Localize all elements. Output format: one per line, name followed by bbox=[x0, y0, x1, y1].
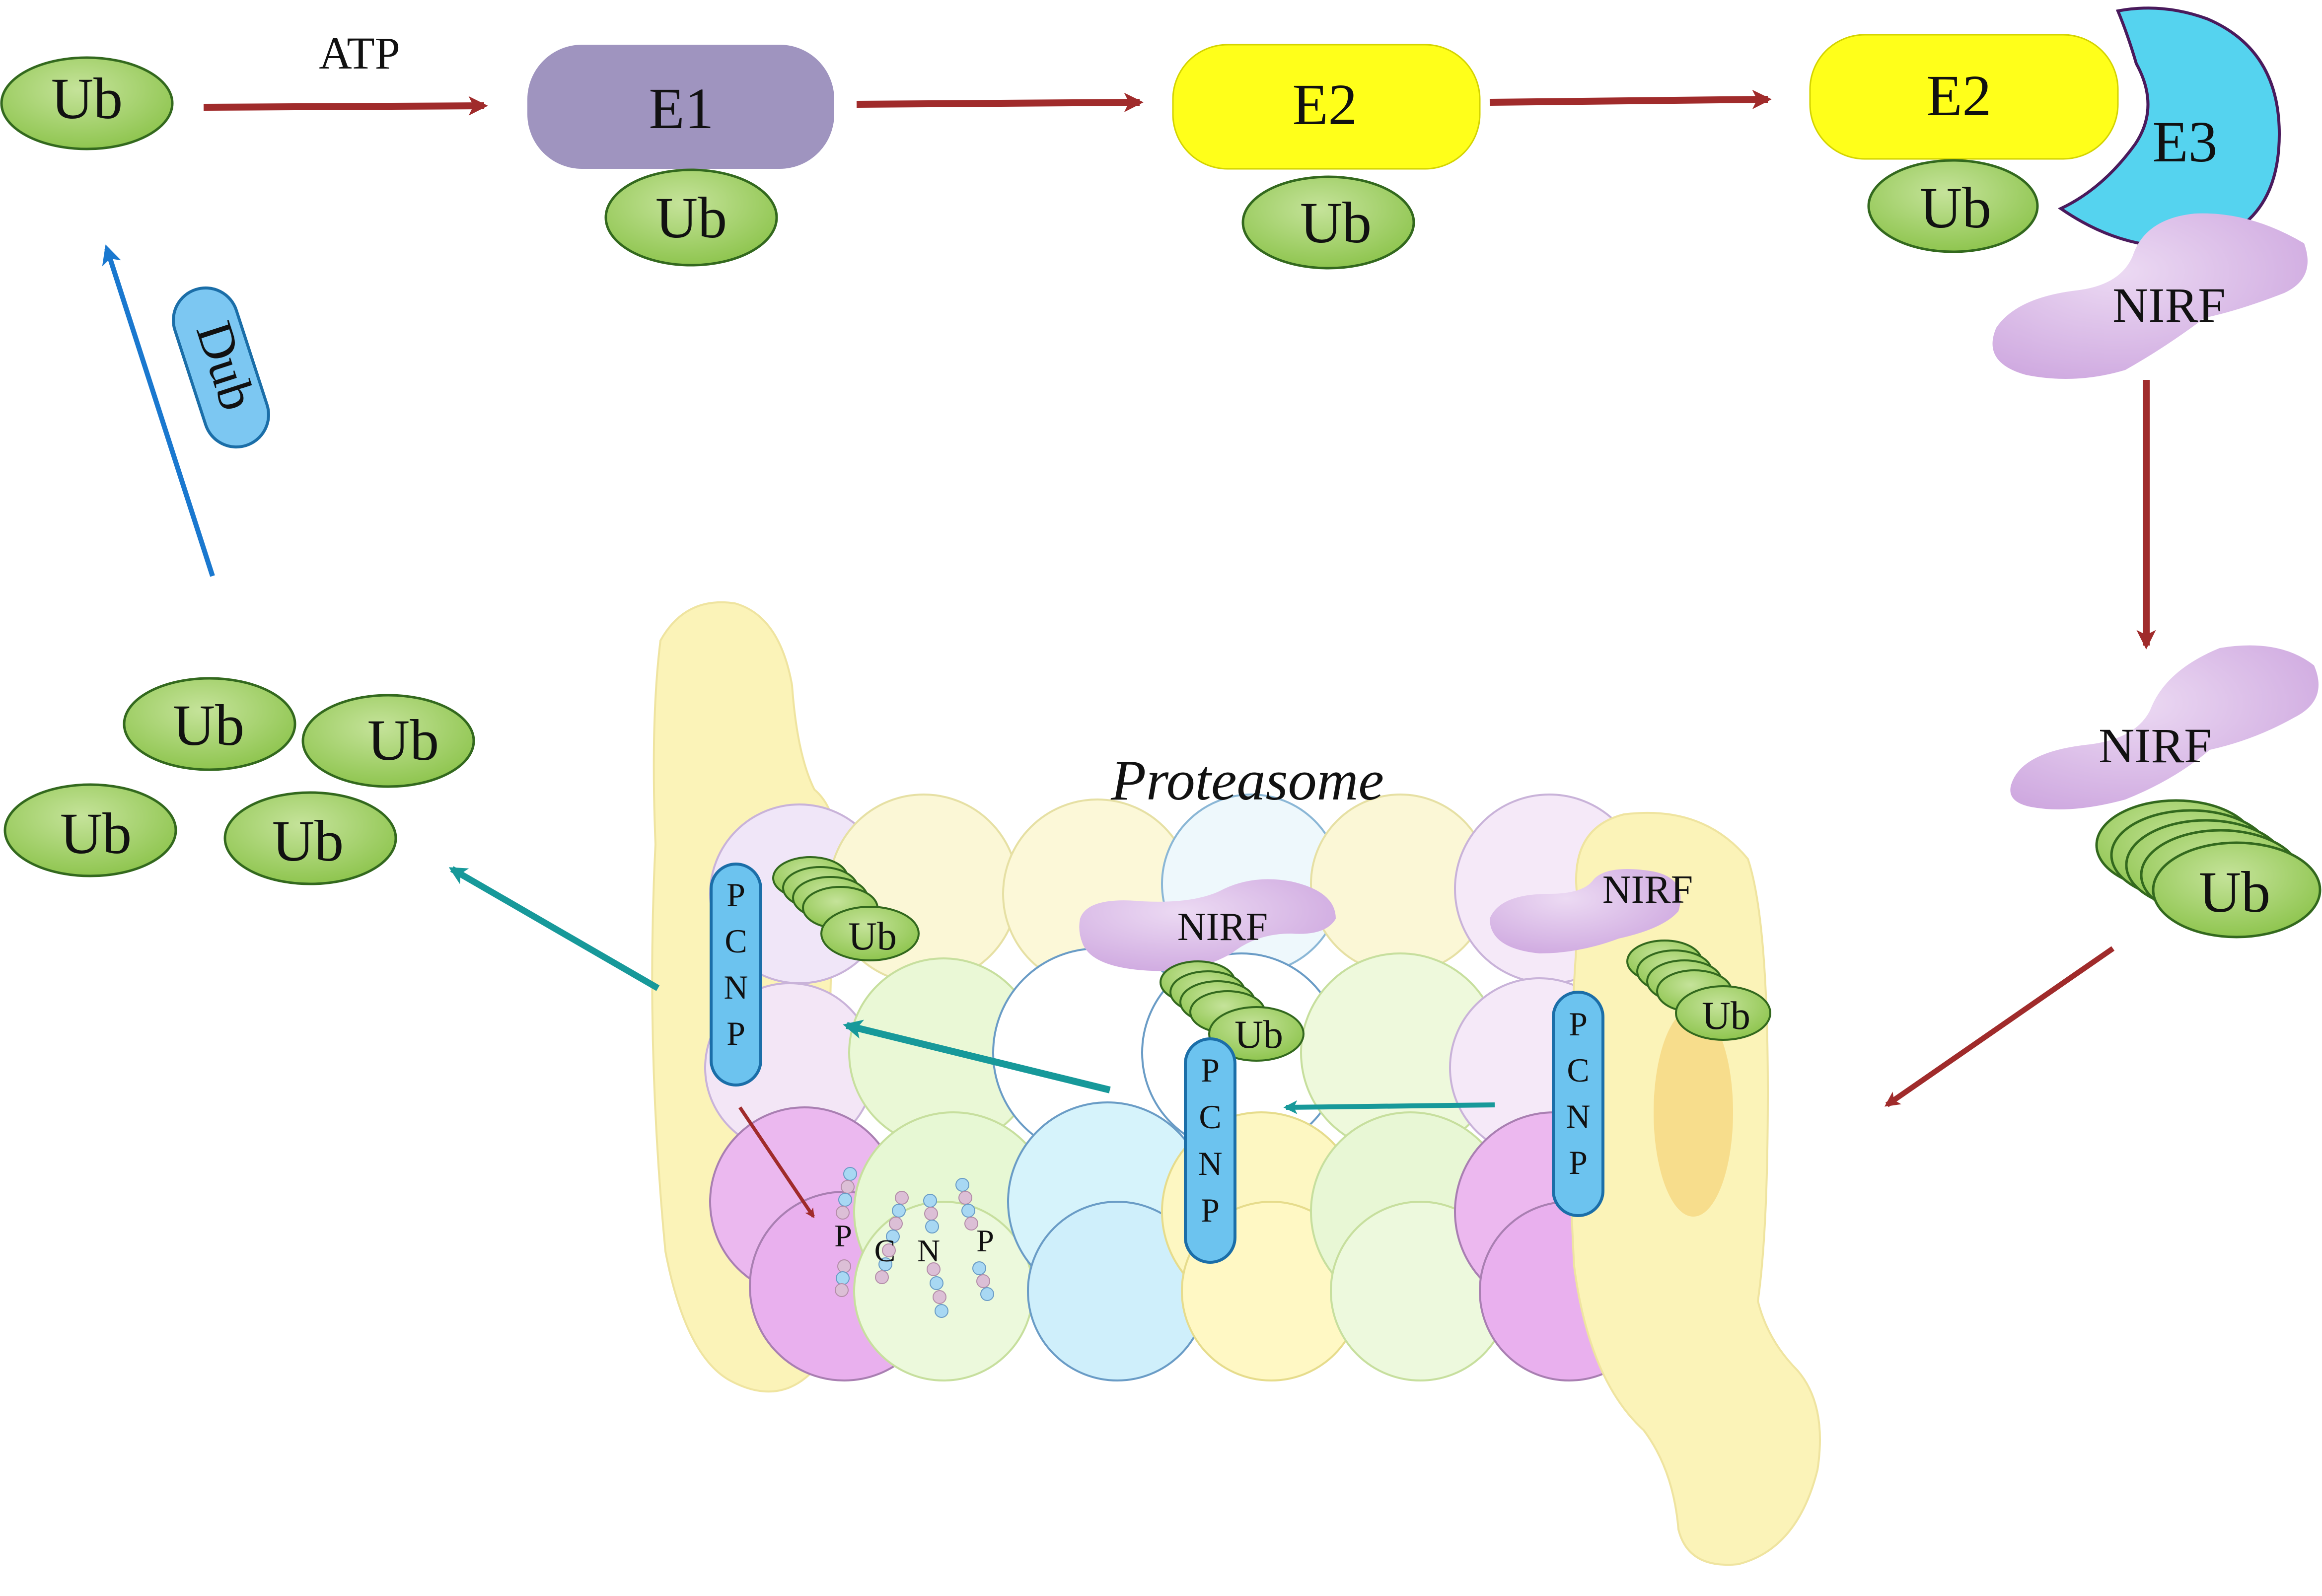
ub-label: Ub bbox=[1300, 190, 1372, 255]
pcnp-letter: C bbox=[725, 922, 747, 960]
e2-bound-ubiquitin: Ub bbox=[1241, 175, 1415, 270]
e2-enzyme: E2 bbox=[1172, 44, 1481, 170]
e2-label: E2 bbox=[1926, 63, 1991, 128]
arrow-to-proteasome bbox=[1884, 946, 2115, 1107]
e2-e3-bound-ubiquitin bbox=[1867, 159, 2039, 253]
pcnp-letter: C bbox=[1567, 1051, 1589, 1089]
peptide-letter: N bbox=[917, 1233, 940, 1268]
polyubiquitin-chain: Ub bbox=[2095, 799, 2322, 939]
polyubiquitin-chain: Ub bbox=[1626, 940, 1771, 1041]
nirf-label: NIRF bbox=[1602, 868, 1693, 912]
nirf-substrate bbox=[1490, 869, 1681, 953]
peptide-letter: P bbox=[834, 1218, 852, 1253]
substrate-degrading: P C N P Ub bbox=[710, 856, 920, 1087]
pcnp-substrate: P C N P bbox=[1552, 991, 1604, 1217]
pcnp-letter: P bbox=[1569, 1005, 1588, 1043]
arrow-translocation-inner bbox=[1283, 1100, 1495, 1114]
nirf-substrate bbox=[1079, 879, 1336, 971]
nirf-label: NIRF bbox=[1177, 905, 1268, 949]
released-ub-2 bbox=[301, 694, 475, 788]
nirf-substrate bbox=[1992, 213, 2308, 379]
pcnp-letter: N bbox=[1566, 1097, 1590, 1135]
e1-bound-ubiquitin: Ub bbox=[604, 168, 778, 267]
pcnp-letter: C bbox=[1199, 1098, 1221, 1136]
e1-enzyme: E1 bbox=[527, 45, 834, 169]
ub-label: Ub bbox=[367, 708, 439, 773]
released-ub-3 bbox=[3, 783, 177, 877]
ub-label: Ub bbox=[655, 185, 727, 250]
pcnp-letter: N bbox=[1198, 1145, 1222, 1182]
e1-label: E1 bbox=[649, 76, 714, 141]
pcnp-letter: P bbox=[726, 1015, 745, 1052]
free-ubiquitin: Ub bbox=[0, 56, 174, 150]
substrate-entering: NIRF Ub P C N P bbox=[1490, 868, 1771, 1217]
proteasome-pore bbox=[1654, 1008, 1733, 1217]
ub-label: Ub bbox=[60, 801, 132, 866]
arrow-dub-recycling bbox=[102, 244, 215, 577]
pcnp-letter: P bbox=[1201, 1191, 1220, 1229]
arrow-e2-to-e3-complex bbox=[1489, 89, 1772, 109]
arrow-translocation-outer bbox=[843, 1019, 1111, 1093]
nirf-label: NIRF bbox=[2099, 718, 2212, 773]
peptide-letter: P bbox=[976, 1223, 994, 1258]
atp-label: ATP bbox=[319, 28, 400, 78]
polyubiquitin-chain: Ub bbox=[1160, 960, 1305, 1062]
e2-label: E2 bbox=[1292, 72, 1357, 137]
peptide-bead-chain bbox=[835, 1167, 994, 1318]
released-ubiquitins: Ub Ub Ub Ub bbox=[3, 677, 475, 885]
peptide-fragments: P C N P bbox=[834, 1167, 994, 1318]
pcnp-substrate: P C N P bbox=[710, 863, 762, 1087]
pcnp-substrate: P C N P bbox=[1184, 1037, 1236, 1264]
dub-enzyme: Dub bbox=[172, 286, 270, 449]
ub-label: Ub bbox=[1920, 175, 1991, 240]
ub-label: Ub bbox=[1702, 994, 1750, 1038]
pcnp-letter: P bbox=[1569, 1144, 1588, 1181]
proteasome: Proteasome bbox=[651, 601, 1821, 1566]
pcnp-letter: N bbox=[724, 968, 748, 1006]
pcnp-letter: P bbox=[726, 876, 745, 914]
proteasome-label: Proteasome bbox=[1110, 749, 1384, 812]
polyubiquitin-chain: Ub bbox=[772, 856, 920, 961]
arrow-degradation bbox=[738, 1106, 815, 1219]
ub-label: Ub bbox=[1234, 1013, 1283, 1057]
ub-label: Ub bbox=[272, 808, 344, 873]
released-ub-1 bbox=[123, 677, 296, 771]
ub-label: Ub bbox=[848, 915, 897, 958]
arrow-ub-release bbox=[448, 866, 660, 991]
nirf-label: NIRF bbox=[2112, 278, 2226, 333]
arrow-e1-to-e2 bbox=[856, 92, 1144, 112]
arrow-ub-to-e1 bbox=[203, 96, 488, 116]
released-ub-4 bbox=[223, 791, 397, 885]
substrate-middle: NIRF Ub P C N P bbox=[1079, 879, 1336, 1264]
e3-label: E3 bbox=[2152, 109, 2217, 174]
ub-label: Ub bbox=[51, 66, 123, 131]
nirf-substrate bbox=[2010, 645, 2319, 809]
polyubiquitinated-nirf: NIRF Ub bbox=[2010, 645, 2322, 939]
peptide-letter: C bbox=[874, 1233, 896, 1268]
e2-e3-complex: E2 E3 Ub NIRF bbox=[1809, 6, 2308, 379]
ub-label: Ub bbox=[173, 693, 244, 758]
ub-label: Ub bbox=[2199, 860, 2270, 925]
pcnp-letter: P bbox=[1201, 1051, 1220, 1089]
